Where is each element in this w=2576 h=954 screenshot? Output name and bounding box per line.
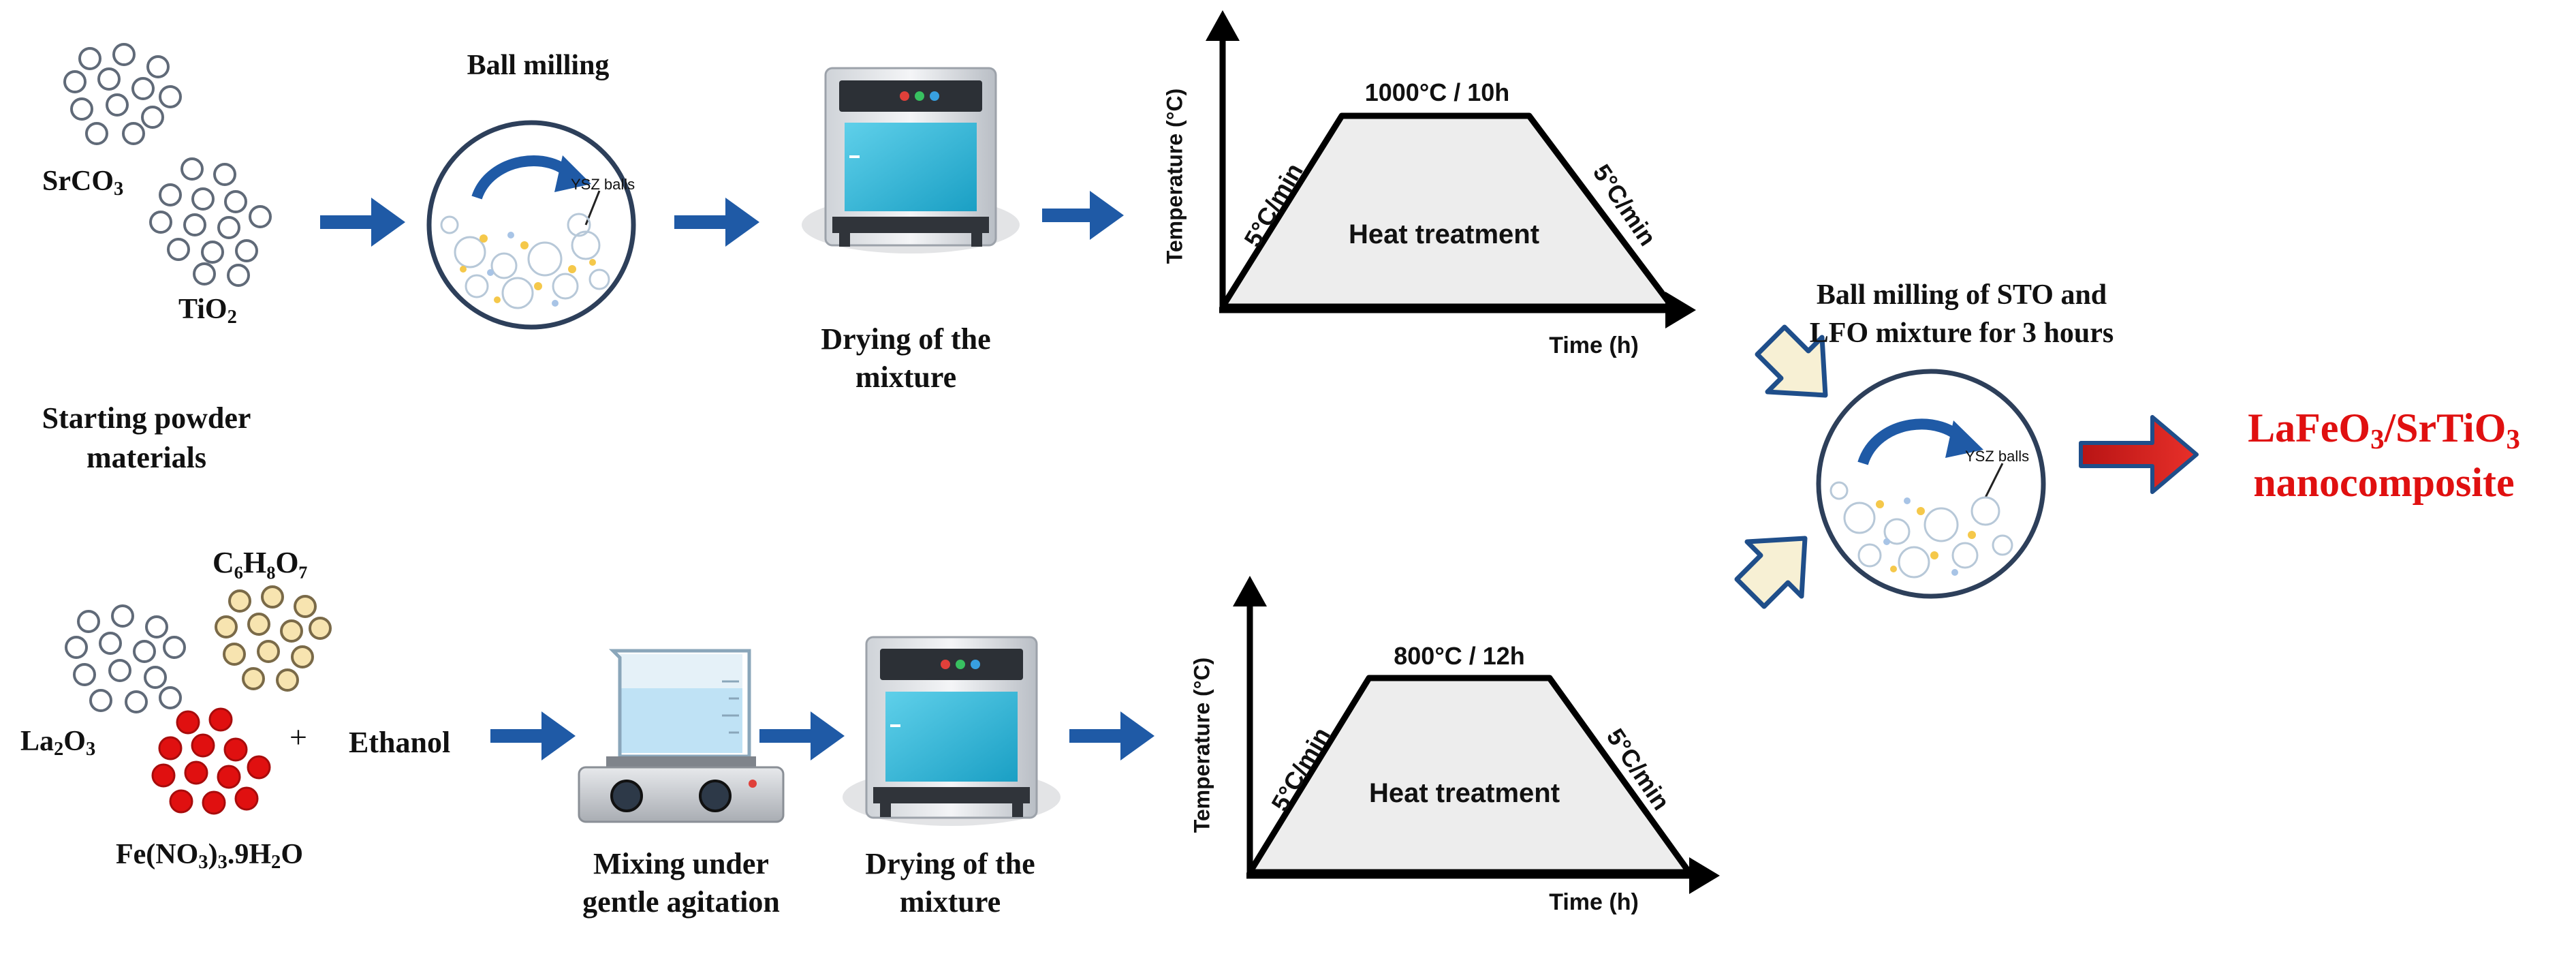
chart-bottom-y-axis: Temperature (°C) (1189, 657, 1214, 833)
drying-label-top: Drying of the mixture (821, 322, 991, 394)
srco3-particles (63, 43, 182, 145)
plus-sign: + (289, 720, 307, 754)
citric-acid-particles (215, 585, 332, 692)
final-mill-title: Ball milling of STO and LFO mixture for … (1809, 279, 2114, 349)
product-label: LaFeO3/SrTiO3 nanocomposite (2248, 405, 2520, 505)
mixing-label: Mixing under gentle agitation (582, 847, 780, 919)
tio2-label: TiO2 (178, 294, 237, 328)
srco3-label: SrCO3 (42, 166, 124, 200)
chart-top-x-axis: Time (h) (1549, 333, 1639, 358)
chart-top-plateau: 1000°C / 10h (1364, 78, 1510, 106)
chart-bottom-plateau: 800°C / 12h (1394, 642, 1525, 670)
merge-arrow-bottom (1734, 536, 1808, 609)
drying-label-bottom: Drying of the mixture (865, 847, 1035, 919)
heat-chart-top (1206, 10, 1696, 328)
la2o3-particles (65, 604, 186, 713)
chart-bottom-x-axis: Time (h) (1549, 889, 1639, 915)
arrow-2 (674, 198, 759, 247)
final-product-arrow (2079, 415, 2199, 494)
drying-oven-top (802, 67, 1020, 253)
chart-top-center: Heat treatment (1348, 219, 1540, 249)
ysz-balls-label-top: YSZ balls (571, 176, 635, 193)
ball-milling-title: Ball milling (467, 50, 610, 81)
fe-nitrate-label: Fe(NO3)3.9H2O (116, 839, 303, 874)
ethanol-label: Ethanol (349, 726, 451, 759)
tio2-particles (149, 157, 272, 287)
arrow-4 (490, 711, 576, 760)
drying-oven-bottom (843, 636, 1061, 826)
chart-bottom-center: Heat treatment (1368, 778, 1560, 808)
ball-mill-jar (426, 120, 636, 330)
arrow-6 (1069, 711, 1155, 760)
magnetic-stirrer (578, 649, 785, 823)
chart-top-y-axis: Temperature (°C) (1162, 88, 1187, 264)
starting-materials-label: Starting powder materials (42, 401, 251, 474)
citric-acid-label: C₆H₈O₇ (213, 546, 308, 579)
la2o3-label: La2O3 (20, 726, 96, 760)
arrow-1 (320, 198, 405, 247)
heat-chart-bottom (1233, 576, 1720, 894)
arrow-3 (1042, 191, 1124, 240)
final-ball-mill-jar (1816, 369, 2046, 599)
arrow-5 (759, 711, 845, 760)
ysz-balls-label-final: YSZ balls (1965, 448, 2030, 465)
merge-arrow-top (1755, 324, 1828, 398)
fe-nitrate-particles (151, 707, 271, 815)
